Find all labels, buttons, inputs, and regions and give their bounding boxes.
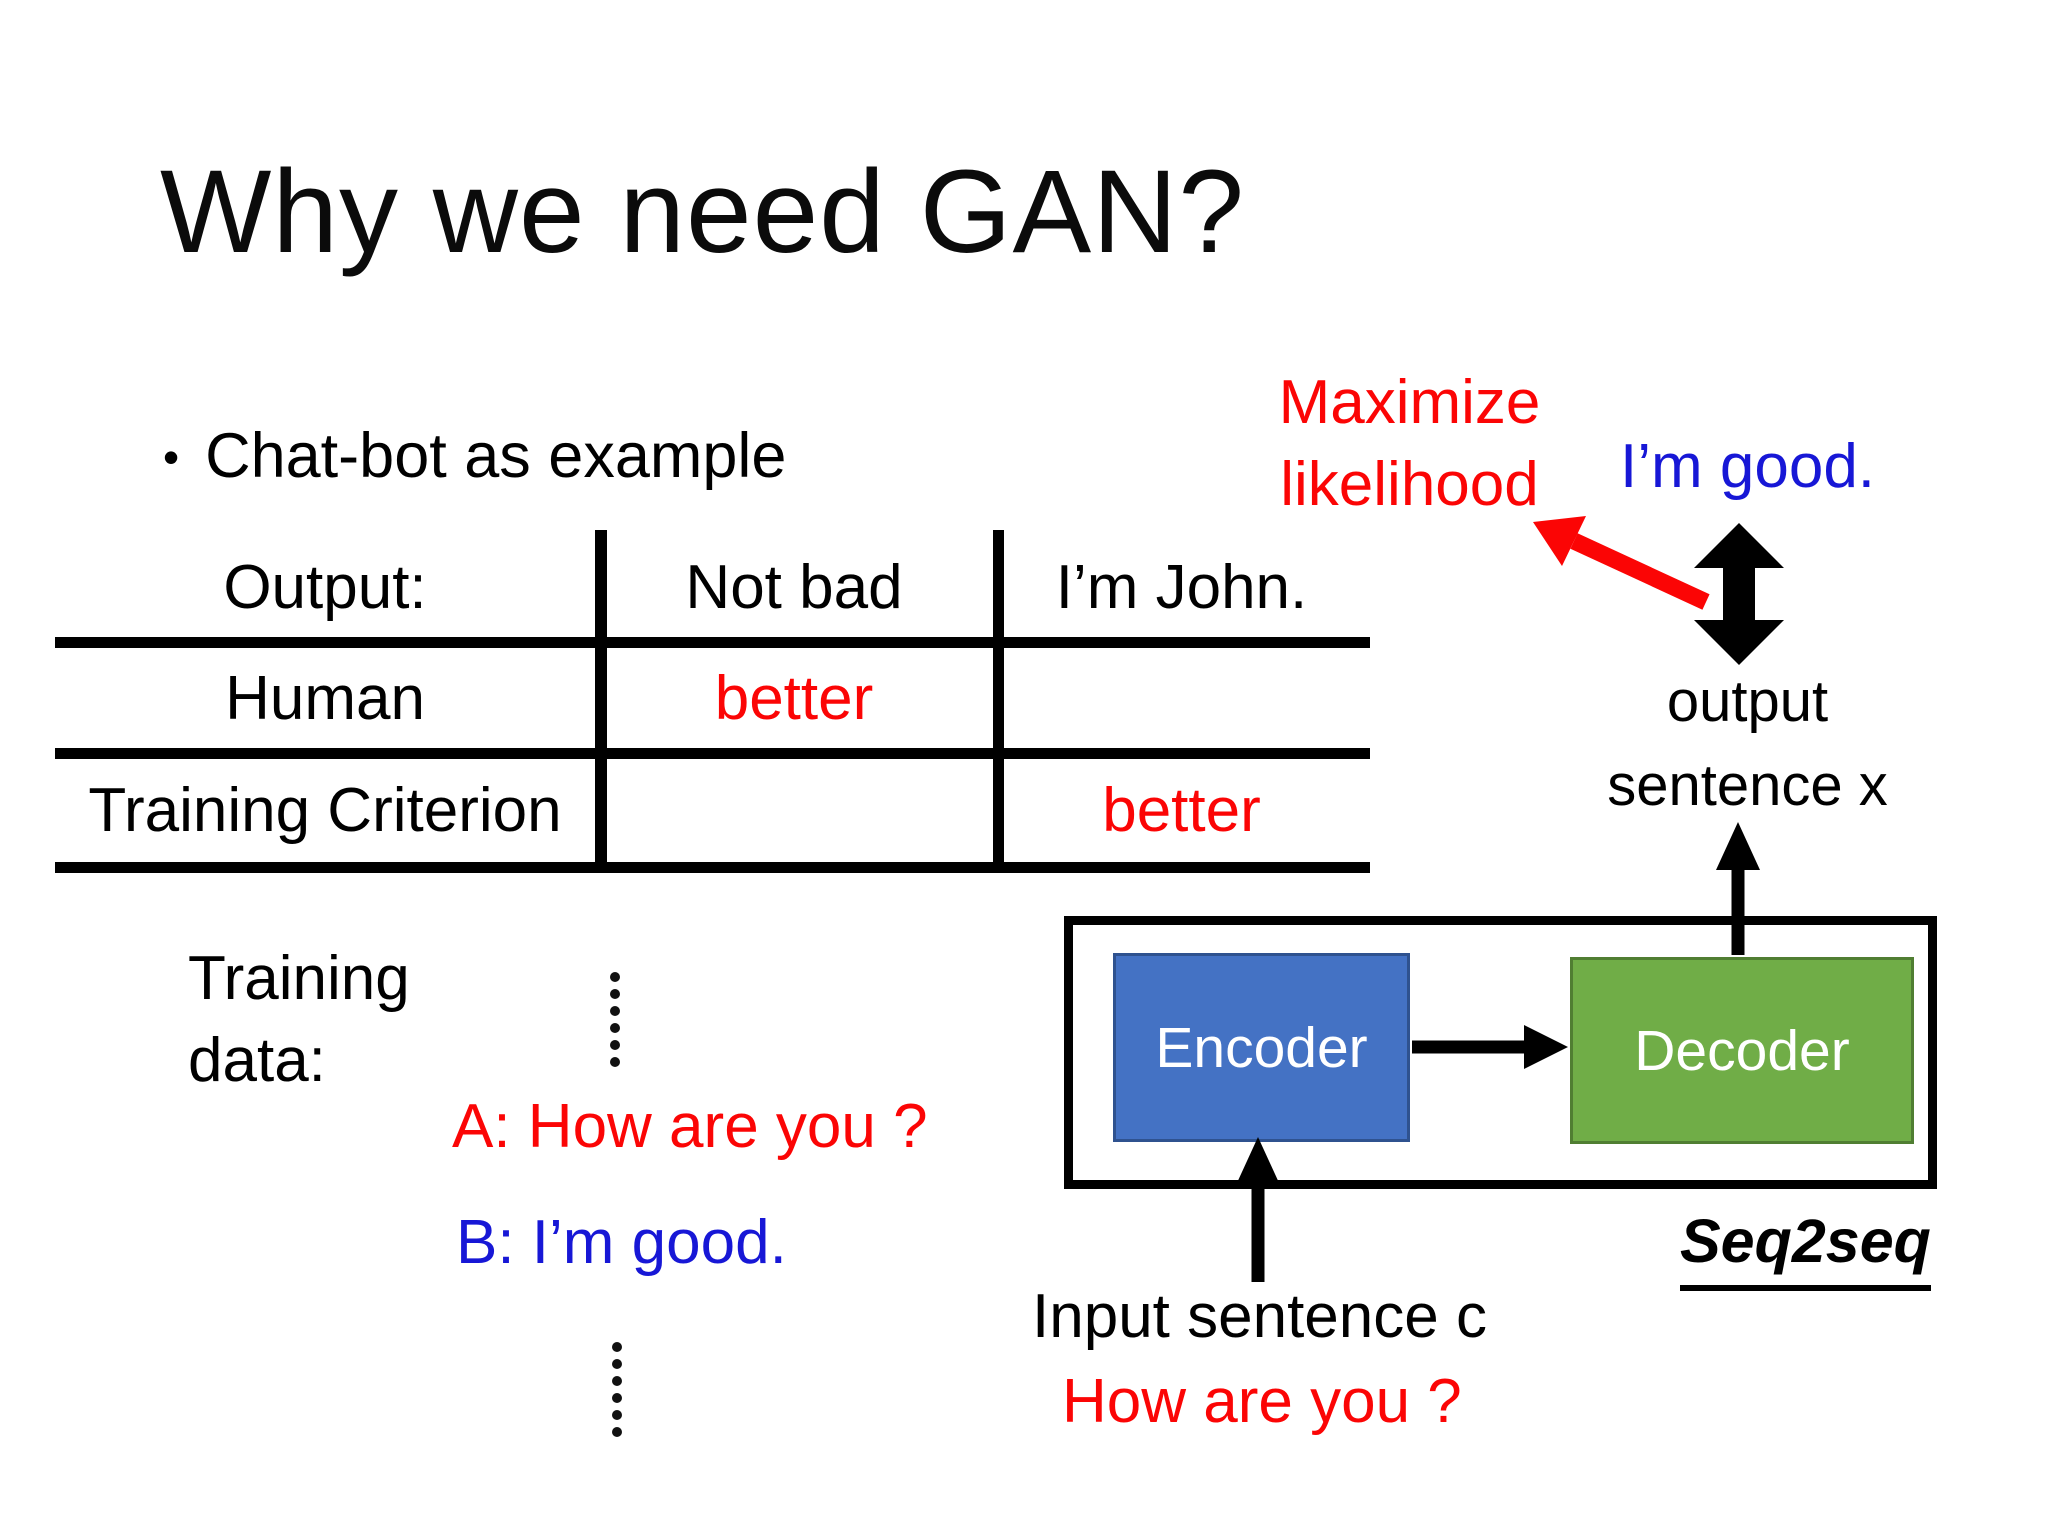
input-to-encoder-arrow-icon xyxy=(1236,1137,1280,1282)
table-row: Output: Not bad I’m John. xyxy=(55,537,1370,637)
decoder-to-output-arrow-icon xyxy=(1716,822,1760,955)
encoder-box: Encoder xyxy=(1113,953,1410,1142)
input-example-text: How are you ? xyxy=(1062,1367,1462,1436)
red-arrow-icon xyxy=(1533,516,1710,610)
bullet-line: • Chat-bot as example xyxy=(163,421,787,491)
table-cell-not-bad: Not bad xyxy=(685,552,903,622)
seq2seq-outer-box xyxy=(1064,916,1937,1189)
seq2seq-label: Seq2seq xyxy=(1680,1206,1931,1291)
maximize-likelihood-label: Maximize likelihood xyxy=(1252,362,1567,526)
im-good-label: I’m good. xyxy=(1620,432,1876,501)
dialog-a-text: A: How are you ? xyxy=(452,1092,928,1161)
output-sentence-line1: output xyxy=(1666,669,1829,734)
double-arrow-icon xyxy=(1694,523,1784,665)
table-cell-im-john: I’m John. xyxy=(1055,552,1308,622)
decoder-label: Decoder xyxy=(1634,1018,1850,1083)
table-cell-empty xyxy=(595,759,993,862)
table-hline-1 xyxy=(55,637,1370,648)
table-row: Training Criterion better xyxy=(55,759,1370,862)
bullet-text: Chat-bot as example xyxy=(205,421,787,491)
dialog-b-text: B: I’m good. xyxy=(456,1208,787,1277)
encoder-to-decoder-arrow-icon xyxy=(1412,1025,1568,1069)
bullet-icon: • xyxy=(163,430,180,483)
training-data-line1: Training xyxy=(188,944,410,1013)
output-sentence-line2: sentence x xyxy=(1607,753,1888,818)
table-cell-human: Human xyxy=(225,663,425,733)
table-vline-1 xyxy=(595,530,607,873)
output-sentence-label: output sentence x xyxy=(1595,660,1900,828)
training-data-label: Training data: xyxy=(188,938,410,1102)
table-hline-2 xyxy=(55,748,1370,759)
training-data-line2: data: xyxy=(188,1026,326,1095)
table-vline-2 xyxy=(993,530,1004,873)
maximize-line1: Maximize xyxy=(1278,368,1541,437)
page-title: Why we need GAN? xyxy=(160,146,1246,278)
table-hline-3 xyxy=(55,862,1370,873)
table-cell-empty xyxy=(993,648,1370,748)
vertical-ellipsis-icon xyxy=(612,1342,622,1437)
table-cell-training-criterion: Training Criterion xyxy=(88,776,562,845)
vertical-ellipsis-icon xyxy=(610,972,620,1067)
encoder-label: Encoder xyxy=(1155,1015,1368,1080)
maximize-line2: likelihood xyxy=(1280,450,1539,519)
table-cell-human-better: better xyxy=(714,663,874,733)
input-sentence-label: Input sentence c xyxy=(1032,1282,1487,1351)
table-cell-criterion-better: better xyxy=(1102,776,1261,845)
table-cell-output-label: Output: xyxy=(223,552,427,622)
table-row: Human better xyxy=(55,648,1370,748)
decoder-box: Decoder xyxy=(1570,957,1914,1144)
